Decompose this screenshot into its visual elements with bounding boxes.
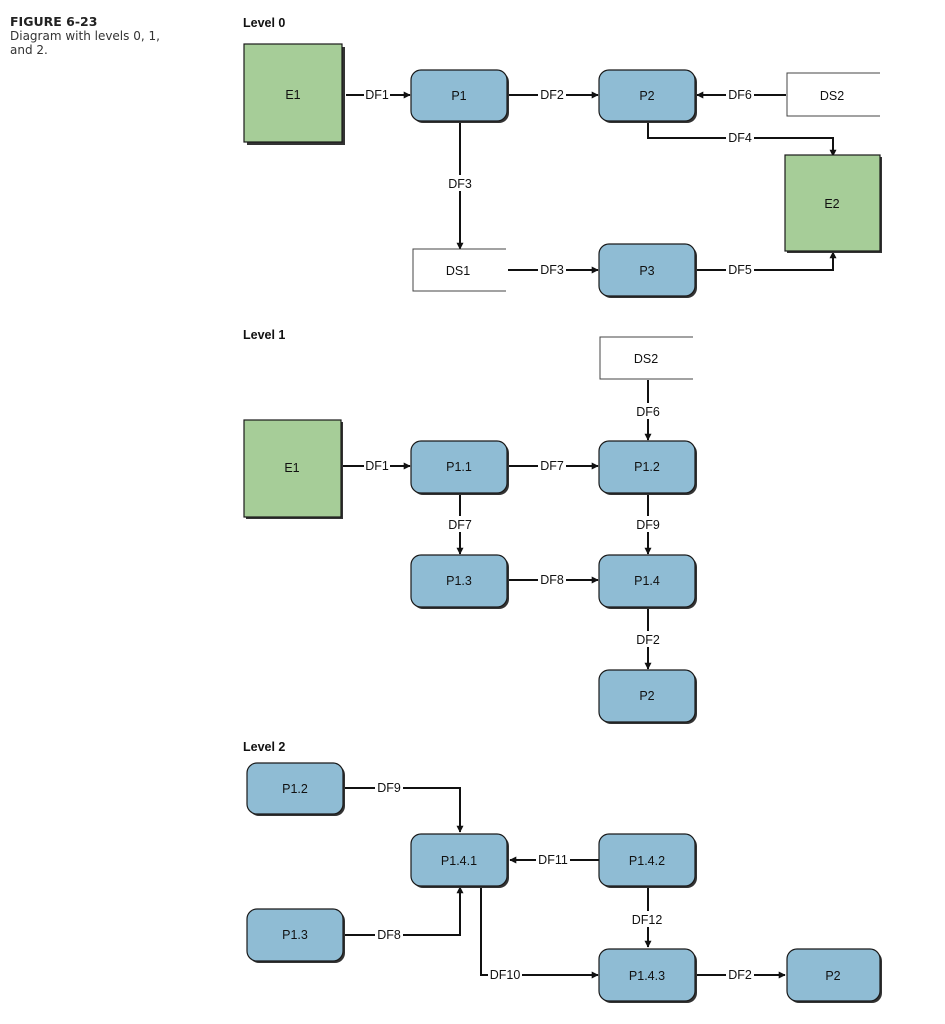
- flow-label-df11: DF11: [538, 853, 568, 867]
- process-label: P1.2: [634, 460, 660, 474]
- flow-label-df1: DF1: [365, 459, 389, 473]
- process-label: P1.2: [282, 782, 308, 796]
- process-p1-2: P1.2: [598, 440, 697, 495]
- process-p1-3: P1.3: [246, 908, 345, 963]
- flow-label-df6: DF6: [636, 405, 660, 419]
- process-p3: P3: [598, 243, 697, 298]
- datastore-label: DS1: [446, 264, 470, 278]
- figure-description: Diagram with levels 0, 1, and 2.: [10, 29, 160, 57]
- process-p2: P2: [598, 69, 697, 123]
- process-p1-4-3: P1.4.3: [598, 948, 697, 1003]
- process-p1-3: P1.3: [410, 554, 509, 609]
- flow-label-df12: DF12: [632, 913, 663, 927]
- level-2: Level 2 P1.2 P1.4.1 P1.4.2 P1.3: [243, 740, 882, 1003]
- entity-label: E1: [284, 461, 299, 475]
- entity-label: E2: [824, 197, 839, 211]
- datastore-label: DS2: [820, 89, 844, 103]
- flow-label-df7-down: DF7: [448, 518, 472, 532]
- process-p1-2: P1.2: [246, 762, 345, 816]
- process-label: P1.4.1: [441, 854, 477, 868]
- process-p2: P2: [598, 669, 697, 724]
- entity-e2: E2: [784, 154, 882, 253]
- process-p2: P2: [786, 948, 882, 1003]
- process-label: P1.4.3: [629, 969, 665, 983]
- flow-label-df4: DF4: [728, 131, 752, 145]
- process-label: P1.4: [634, 574, 660, 588]
- entity-e1: E1: [243, 419, 343, 519]
- datastore-ds1: DS1: [412, 248, 506, 292]
- flow-label-df10: DF10: [490, 968, 521, 982]
- process-label: P1.4.2: [629, 854, 665, 868]
- flow-line-df5: [697, 251, 837, 271]
- level-1-heading: Level 1: [243, 328, 285, 342]
- entity-label: E1: [285, 88, 300, 102]
- flow-label-df2: DF2: [728, 968, 752, 982]
- process-label: P2: [639, 689, 654, 703]
- process-label: P1.1: [446, 460, 472, 474]
- flow-label-df2: DF2: [540, 88, 564, 102]
- datastore-label: DS2: [634, 352, 658, 366]
- flow-label-df9: DF9: [377, 781, 401, 795]
- process-label: P2: [639, 89, 654, 103]
- process-label: P3: [639, 264, 654, 278]
- flow-label-df7-right: DF7: [540, 459, 564, 473]
- level-1: Level 1 DS2 E1 P1.1 P1.2: [243, 328, 697, 724]
- level-0-heading: Level 0: [243, 16, 285, 30]
- process-label: P2: [825, 969, 840, 983]
- level-2-heading: Level 2: [243, 740, 285, 754]
- flow-label-df1: DF1: [365, 88, 389, 102]
- datastore-ds2: DS2: [786, 72, 880, 117]
- flow-label-df3-down: DF3: [448, 177, 472, 191]
- entity-e1: E1: [243, 43, 345, 145]
- flow-label-df8: DF8: [377, 928, 401, 942]
- flow-label-df6: DF6: [728, 88, 752, 102]
- datastore-ds2: DS2: [599, 336, 693, 380]
- process-label: P1.3: [282, 928, 308, 942]
- flow-label-df3-right: DF3: [540, 263, 564, 277]
- flow-line-df10: [480, 886, 599, 979]
- figure-caption: FIGURE 6-23 Diagram with levels 0, 1, an…: [10, 14, 210, 57]
- process-p1-4-1: P1.4.1: [410, 833, 509, 888]
- process-p1-1: P1.1: [410, 440, 509, 495]
- figure-title: FIGURE 6-23: [10, 14, 98, 29]
- flow-label-df2: DF2: [636, 633, 660, 647]
- flow-label-df8: DF8: [540, 573, 564, 587]
- flow-label-df9: DF9: [636, 518, 660, 532]
- process-label: P1: [451, 89, 466, 103]
- process-p1-4: P1.4: [598, 554, 697, 609]
- flow-label-df5: DF5: [728, 263, 752, 277]
- process-label: P1.3: [446, 574, 472, 588]
- process-p1: P1: [410, 69, 509, 123]
- level-0: Level 0 E1 P1 P2 DS2: [243, 16, 882, 298]
- process-p1-4-2: P1.4.2: [598, 833, 697, 888]
